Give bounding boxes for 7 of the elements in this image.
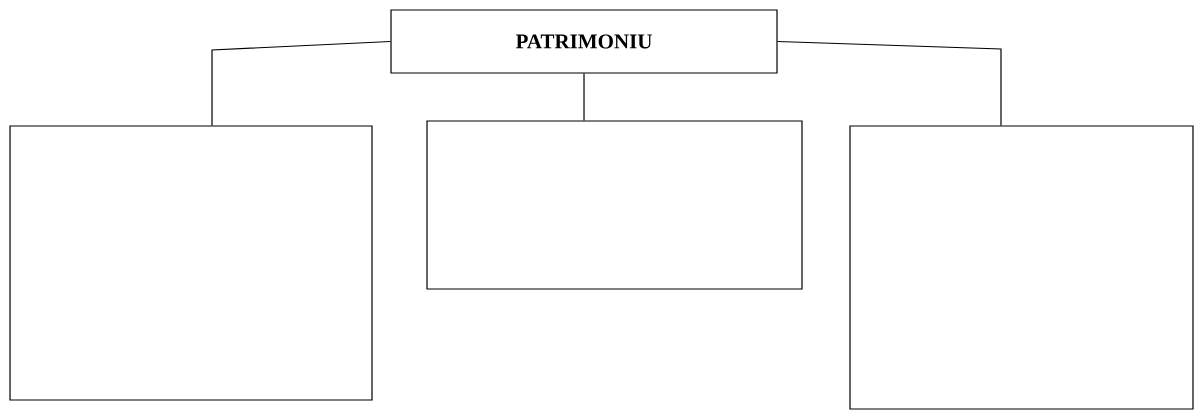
empty-box [426, 120, 803, 290]
empty-box [9, 125, 373, 401]
connector-line [583, 73, 585, 121]
title-box: PATRIMONIU [390, 9, 778, 74]
connector-line [777, 40, 1002, 126]
empty-box [849, 125, 1194, 410]
connector-line [211, 40, 391, 126]
